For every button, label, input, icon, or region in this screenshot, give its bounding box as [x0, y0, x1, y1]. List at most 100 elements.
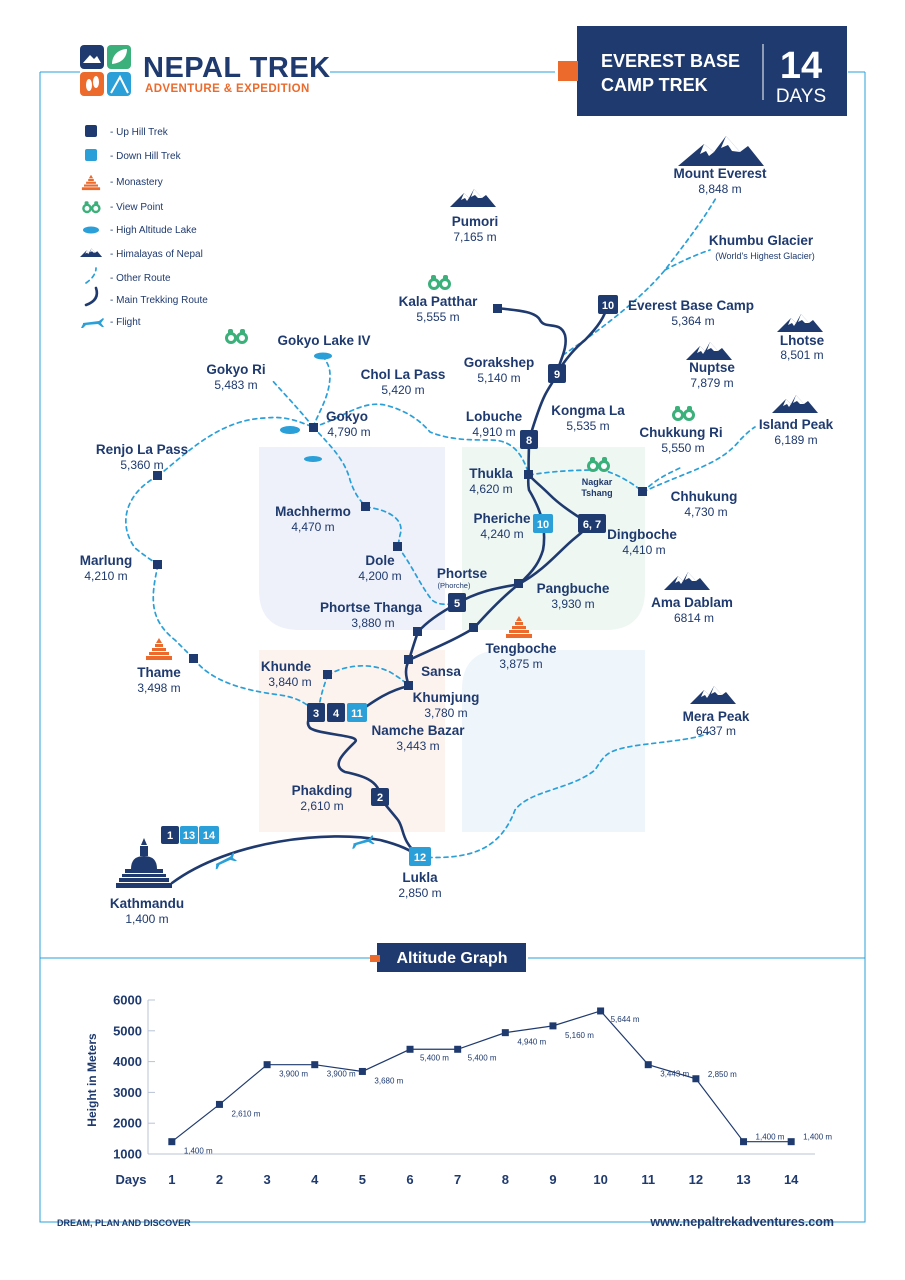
mount-everest-alt: 8,848 m [698, 182, 741, 196]
chart-data-label: 1,400 m [756, 1133, 785, 1142]
mount-everest-name: Mount Everest [673, 166, 767, 181]
lhotse-alt: 8,501 m [780, 348, 823, 362]
dashed-route-icon [85, 267, 97, 284]
pangbuche-alt: 3,930 m [551, 597, 594, 611]
pangbuche-name: Pangbuche [537, 581, 610, 596]
chol-la-pass-name: Chol La Pass [361, 367, 446, 382]
day-marker-13: 13 [183, 830, 195, 842]
marlung-name: Marlung [80, 553, 133, 568]
chart-y-tick-label: 4000 [113, 1054, 142, 1069]
lake-below-gokyo-icon [304, 456, 322, 462]
chart-data-label: 3,900 m [327, 1070, 356, 1079]
day-marker-6-7: 6, 7 [583, 519, 601, 531]
chhukung-marker [638, 487, 647, 496]
chart-y-tick-label: 6000 [113, 993, 142, 1008]
title-accent-square [558, 61, 578, 81]
gokyo-lake-iv-icon [314, 352, 332, 360]
khunde-marker [323, 670, 332, 679]
chukkung-ri-alt: 5,550 m [661, 441, 704, 455]
day-marker-8: 8 [526, 435, 532, 447]
altitude-chart: Height in Meters Days 100020003000400050… [85, 993, 832, 1188]
chhukung-name: Chhukung [671, 489, 738, 504]
namche-bazar-alt: 3,443 m [396, 739, 439, 753]
tengboche-name: Tengboche [485, 641, 556, 656]
chart-y-tick-label: 2000 [113, 1116, 142, 1131]
days-label: DAYS [776, 86, 826, 107]
place-labels: Mount Everest 8,848 m Pumori 7,165 m Khu… [80, 166, 834, 926]
other-routes [125, 197, 756, 859]
machhermo-name: Machhermo [275, 504, 351, 519]
chart-y-tick-label: 1000 [113, 1147, 142, 1162]
gokyo-lake-iv-name: Gokyo Lake IV [277, 333, 370, 348]
island-peak-name: Island Peak [759, 417, 834, 432]
day-marker-12: 12 [414, 852, 426, 864]
tengboche-alt: 3,875 m [499, 657, 542, 671]
chart-line-group [171, 1010, 792, 1143]
chart-x-tick-label: 1 [168, 1172, 175, 1187]
lukla-alt: 2,850 m [398, 886, 441, 900]
khunde-alt: 3,840 m [268, 675, 311, 689]
title-line-2: CAMP TREK [601, 75, 708, 95]
chart-data-label: 1,400 m [803, 1133, 832, 1142]
pangbuche-marker [514, 579, 523, 588]
chart-y-tick-label: 5000 [113, 1023, 142, 1038]
day-marker-4: 4 [333, 708, 340, 720]
chart-x-tick-label: 9 [549, 1172, 556, 1187]
chart-y-tick-label: 3000 [113, 1085, 142, 1100]
chart-x-tick-label: 4 [311, 1172, 319, 1187]
kala-patthar-marker [493, 304, 502, 313]
nuptse-icon [686, 342, 732, 360]
everest-base-camp-alt: 5,364 m [671, 314, 714, 328]
chart-x-tick-label: 8 [502, 1172, 509, 1187]
lobuche-name: Lobuche [466, 409, 523, 424]
chart-x-tick-label: 2 [216, 1172, 223, 1187]
thame-alt: 3,498 m [137, 681, 180, 695]
altitude-graph-title: Altitude Graph [396, 950, 507, 967]
island-peak-icon [772, 395, 818, 413]
chart-data-label: 3,680 m [374, 1076, 403, 1085]
mera-peak-alt: 6437 m [696, 724, 736, 738]
chart-x-tick-label: 10 [593, 1172, 607, 1187]
marlung-alt: 4,210 m [84, 569, 127, 583]
lhotse-icon [777, 314, 823, 332]
main-route-icon [84, 286, 99, 307]
monastery-icon [81, 174, 101, 191]
chart-x-tick-label: 12 [689, 1172, 703, 1187]
chukkung-ri-name: Chukkung Ri [639, 425, 722, 440]
legend-monastery: - Monastery [110, 177, 163, 188]
thame-name: Thame [137, 665, 181, 680]
chart-y-axis-title: Height in Meters [85, 1033, 99, 1127]
chart-series-line [171, 1010, 792, 1143]
chart-data-point [311, 1061, 319, 1069]
chart-data-point [787, 1138, 795, 1146]
chart-data-label: 3,900 m [279, 1070, 308, 1079]
brand-tagline: ADVENTURE & EXPEDITION [145, 83, 310, 95]
dole-alt: 4,200 m [358, 569, 401, 583]
chol-la-pass-alt: 5,420 m [381, 383, 424, 397]
footer-website-link[interactable]: www.nepaltrekadventures.com [649, 1215, 834, 1229]
gokyo-ri-alt: 5,483 m [214, 378, 257, 392]
day-marker-1: 1 [167, 830, 173, 842]
day-marker-5: 5 [454, 598, 460, 610]
mount-everest-icon [678, 136, 764, 166]
gorakshep-name: Gorakshep [464, 355, 535, 370]
brand-logo: NEPAL TREK ADVENTURE & EXPEDITION [80, 45, 330, 96]
chhukung-alt: 4,730 m [684, 505, 727, 519]
pumori-icon [450, 189, 496, 207]
legend-down-hill: - Down Hill Trek [110, 151, 182, 162]
legend-other-route: - Other Route [110, 273, 171, 284]
machhermo-marker [361, 502, 370, 511]
chart-axes [147, 1000, 815, 1155]
lukla-name: Lukla [402, 870, 438, 885]
route-stop-markers [153, 304, 647, 690]
kala-patthar-name: Kala Patthar [399, 294, 479, 309]
gokyo-marker [309, 423, 318, 432]
tshang-name: Tshang [581, 488, 612, 498]
chart-x-tick-label: 7 [454, 1172, 461, 1187]
mera-peak-icon [690, 686, 736, 704]
chart-data-label: 2,610 m [231, 1109, 260, 1118]
kongma-la-alt: 5,535 m [566, 419, 609, 433]
